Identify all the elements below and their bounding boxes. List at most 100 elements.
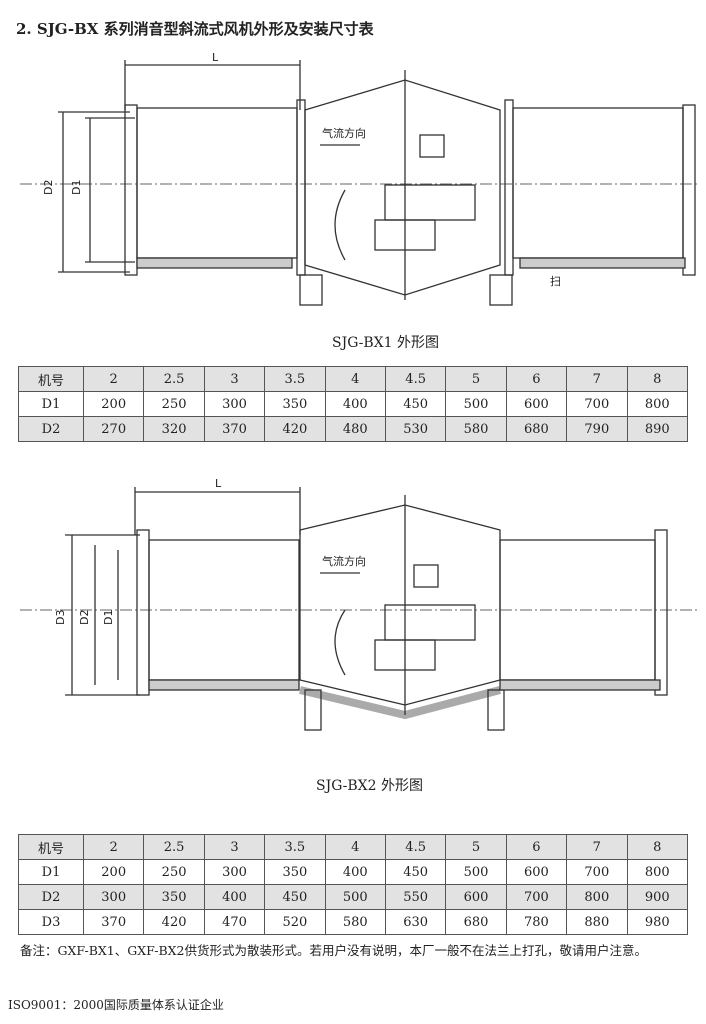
- table-cell: 2.5: [143, 366, 205, 392]
- table-cell: 250: [143, 859, 205, 885]
- footer-certification: ISO9001：2000国际质量体系认证企业: [8, 998, 224, 1012]
- table-cell: 300: [82, 884, 145, 910]
- table-cell: 3.5: [264, 366, 326, 392]
- table-cell: D1: [18, 859, 84, 885]
- table-cell: 4.5: [384, 834, 447, 860]
- table-cell: 350: [264, 859, 326, 885]
- table-cell: 800: [626, 859, 689, 885]
- table-cell: 480: [324, 416, 386, 442]
- caption-bx2: SJG-BX2 外形图: [316, 778, 423, 794]
- table-cell: 900: [626, 884, 689, 910]
- table-cell: 8: [626, 834, 689, 860]
- table-cell: 450: [384, 859, 447, 885]
- table-cell: 7: [566, 366, 628, 392]
- table-cell: D3: [18, 909, 84, 935]
- table-cell: 890: [626, 416, 689, 442]
- table-cell: 500: [445, 859, 507, 885]
- table-cell: D2: [18, 416, 84, 442]
- page-title: 2. SJG-BX 系列消音型斜流式风机外形及安装尺寸表: [16, 20, 374, 38]
- table-cell: 370: [82, 909, 145, 935]
- remark-note: 备注：GXF-BX1、GXF-BX2供货形式为散装形式。若用户没有说明，本厂一般…: [20, 943, 648, 958]
- table-cell: 2: [82, 834, 145, 860]
- drawing-sjg-bx2: L D3 D2 D1 气流方向: [20, 477, 700, 731]
- table-cell: 800: [626, 391, 689, 417]
- drawing-sjg-bx1: L D2 D1 气流方向 扫: [20, 51, 700, 306]
- table-cell: 机号: [18, 834, 84, 860]
- table-cell: 880: [566, 909, 628, 935]
- table-cell: 2.5: [143, 834, 205, 860]
- dim-L: L: [215, 477, 222, 490]
- table-cell: 2: [82, 366, 145, 392]
- airflow-label: 气流方向: [322, 554, 366, 568]
- table-cell: 200: [82, 391, 145, 417]
- table-cell: 470: [203, 909, 266, 935]
- table-cell: 500: [324, 884, 386, 910]
- table-cell: 400: [324, 391, 386, 417]
- table-cell: 580: [324, 909, 386, 935]
- caption-bx1: SJG-BX1 外形图: [332, 335, 439, 351]
- table-cell: 350: [264, 391, 326, 417]
- table-cell: 8: [626, 366, 689, 392]
- table-cell: D1: [18, 391, 84, 417]
- table-cell: 680: [445, 909, 507, 935]
- table-cell: 270: [82, 416, 145, 442]
- table-cell: 420: [264, 416, 326, 442]
- table-cell: 420: [143, 909, 205, 935]
- table-cell: 450: [384, 391, 447, 417]
- mark-label: 扫: [550, 275, 561, 288]
- table-cell: 5: [445, 834, 507, 860]
- table-cell: 4: [324, 366, 386, 392]
- table-cell: 600: [445, 884, 507, 910]
- table-cell: 370: [203, 416, 266, 442]
- table-cell: 3.5: [264, 834, 326, 860]
- table-cell: 980: [626, 909, 689, 935]
- table-cell: 530: [384, 416, 447, 442]
- table-cell: 630: [384, 909, 447, 935]
- table-cell: 机号: [18, 366, 84, 392]
- table-cell: 450: [264, 884, 326, 910]
- table-cell: 7: [566, 834, 628, 860]
- table-cell: 200: [82, 859, 145, 885]
- table-cell: 300: [203, 859, 266, 885]
- table-cell: 300: [203, 391, 266, 417]
- table-cell: 350: [143, 884, 205, 910]
- dim-D1: D1: [70, 180, 83, 195]
- table-cell: 400: [203, 884, 266, 910]
- table-cell: 700: [566, 391, 628, 417]
- table-cell: 780: [505, 909, 568, 935]
- dim-D3: D3: [54, 610, 67, 625]
- table-cell: 700: [505, 884, 568, 910]
- table-cell: 3: [203, 366, 266, 392]
- table-cell: 520: [264, 909, 326, 935]
- table-cell: 800: [566, 884, 628, 910]
- table-cell: 5: [445, 366, 507, 392]
- table-cell: 790: [566, 416, 628, 442]
- table-cell: 550: [384, 884, 447, 910]
- table-cell: 4.5: [384, 366, 447, 392]
- dim-D2: D2: [78, 610, 91, 625]
- table-cell: 600: [505, 391, 568, 417]
- table-cell: 580: [445, 416, 507, 442]
- table-cell: 4: [324, 834, 386, 860]
- table-cell: 400: [324, 859, 386, 885]
- table-cell: 250: [143, 391, 205, 417]
- dim-D2: D2: [42, 180, 55, 195]
- dim-D1: D1: [102, 610, 115, 625]
- airflow-label: 气流方向: [322, 126, 366, 140]
- dim-L: L: [212, 51, 219, 64]
- table-cell: 600: [505, 859, 568, 885]
- table-cell: 500: [445, 391, 507, 417]
- table-cell: 320: [143, 416, 205, 442]
- table-cell: D2: [18, 884, 84, 910]
- table-cell: 680: [505, 416, 568, 442]
